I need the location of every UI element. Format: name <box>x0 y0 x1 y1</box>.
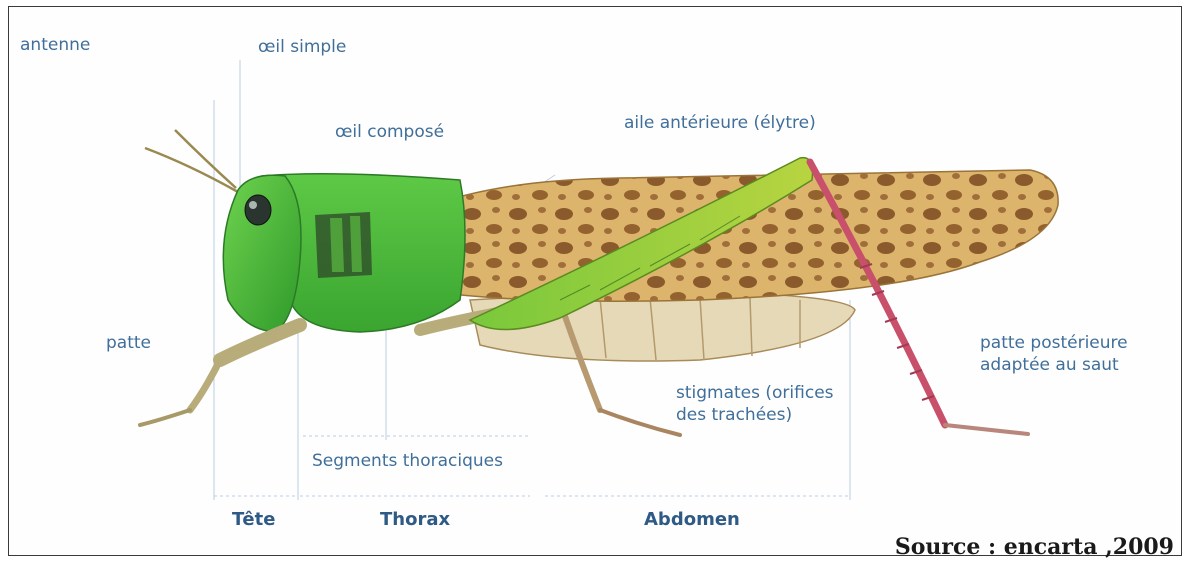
label-patte-posterieure: patte postérieure adaptée au saut <box>980 332 1128 376</box>
label-oeil-simple: œil simple <box>258 36 346 58</box>
label-patte: patte <box>106 332 151 354</box>
simple-eye <box>249 201 257 209</box>
label-segments-thoraciques: Segments thoraciques <box>312 450 503 472</box>
source-caption: Source : encarta ,2009 <box>895 534 1174 560</box>
section-thorax: Thorax <box>380 509 450 530</box>
antenna <box>145 130 238 192</box>
label-oeil-compose: œil composé <box>335 121 444 143</box>
label-aile-anterieure: aile antérieure (élytre) <box>624 112 816 134</box>
section-tete: Tête <box>232 509 275 530</box>
wing-elytron <box>395 170 1058 301</box>
compound-eye <box>245 195 271 225</box>
section-abdomen: Abdomen <box>644 509 740 530</box>
label-stigmates: stigmates (orifices des trachées) <box>676 382 834 426</box>
label-antenne: antenne <box>20 34 90 56</box>
front-leg <box>140 325 300 425</box>
